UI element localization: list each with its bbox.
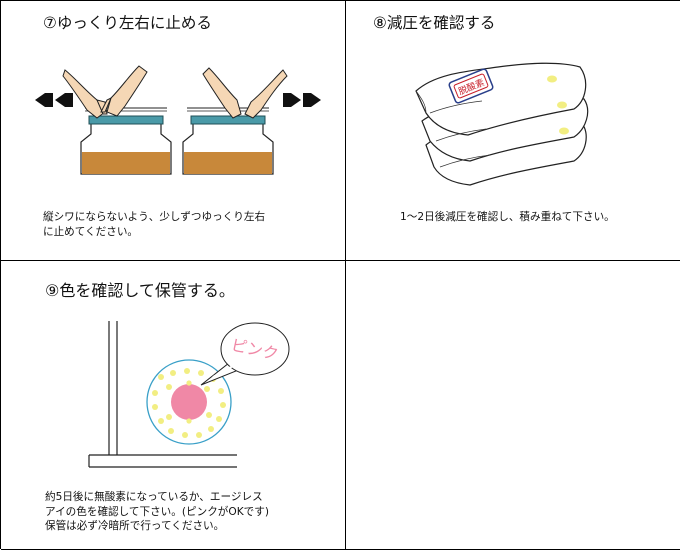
caption-line: 約5日後に無酸素になっているか、エージレス [45, 491, 263, 503]
jar-left [80, 107, 172, 175]
deoxidizer-label: 脱酸素 [448, 68, 494, 104]
empty-panel [346, 261, 680, 550]
jar-right [182, 107, 274, 175]
step-8-panel: ⑧減圧を確認する [346, 1, 680, 261]
speech-bubble: ピンク [200, 322, 290, 386]
arrow-right-icon [283, 93, 321, 107]
shelf-frame [88, 321, 237, 468]
step-7-title: ⑦ゆっくり左右に止める [43, 14, 212, 32]
step-7-caption: 縦シワにならないよう、少しずつゆっくり左右 に止めてください。 [43, 210, 265, 239]
caption-line: 1～2日後減圧を確認し、積み重ねて下さい。 [400, 211, 615, 223]
caption-line: アイの色を確認して下さい。(ピンクがOKです) [45, 505, 269, 518]
hands-right [202, 67, 288, 119]
step-8-caption: 1～2日後減圧を確認し、積み重ねて下さい。 [400, 210, 615, 225]
caption-line: 保管は必ず冷暗所で行ってください。 [45, 520, 225, 532]
step-9-caption: 約5日後に無酸素になっているか、エージレス アイの色を確認して下さい。(ピンクが… [45, 490, 269, 534]
step-8-title: ⑧減圧を確認する [373, 14, 496, 32]
step-9-illustration: ピンク [88, 321, 290, 468]
step-7-illustration [35, 65, 321, 175]
caption-line: に止めてください。 [43, 225, 139, 238]
step-9-panel: ⑨色を確認して保管する。 [1, 261, 346, 550]
step-9-title: ⑨色を確認して保管する。 [45, 281, 235, 300]
arrow-left-icon [35, 93, 73, 107]
caption-line: 縦シワにならないよう、少しずつゆっくり左右 [43, 211, 266, 223]
step-8-illustration: 脱酸素 [415, 62, 589, 186]
step-7-panel: ⑦ゆっくり左右に止める [1, 1, 346, 261]
hands-left [62, 65, 148, 119]
